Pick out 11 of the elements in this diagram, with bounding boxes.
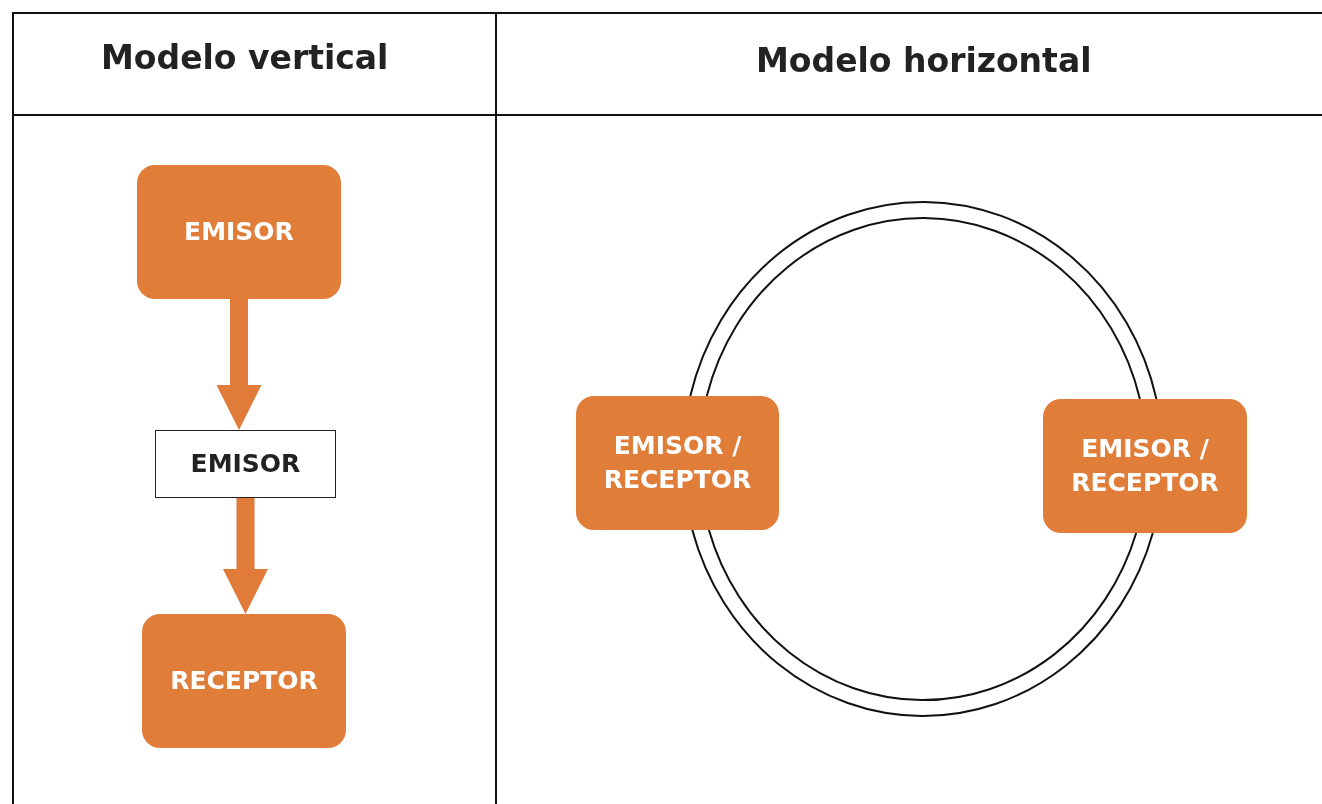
ring-line	[689, 201, 1158, 400]
arrow	[223, 498, 268, 614]
ring-line	[691, 529, 1154, 717]
process-box: EMISOR / RECEPTOR	[1043, 399, 1247, 533]
process-box: EMISOR	[137, 165, 341, 299]
process-box: RECEPTOR	[142, 614, 346, 748]
column-header: Modelo horizontal	[756, 41, 1092, 80]
process-box: EMISOR	[155, 430, 336, 498]
arrow	[216, 299, 262, 430]
process-box: EMISOR / RECEPTOR	[576, 396, 779, 530]
column-header: Modelo vertical	[101, 38, 389, 77]
